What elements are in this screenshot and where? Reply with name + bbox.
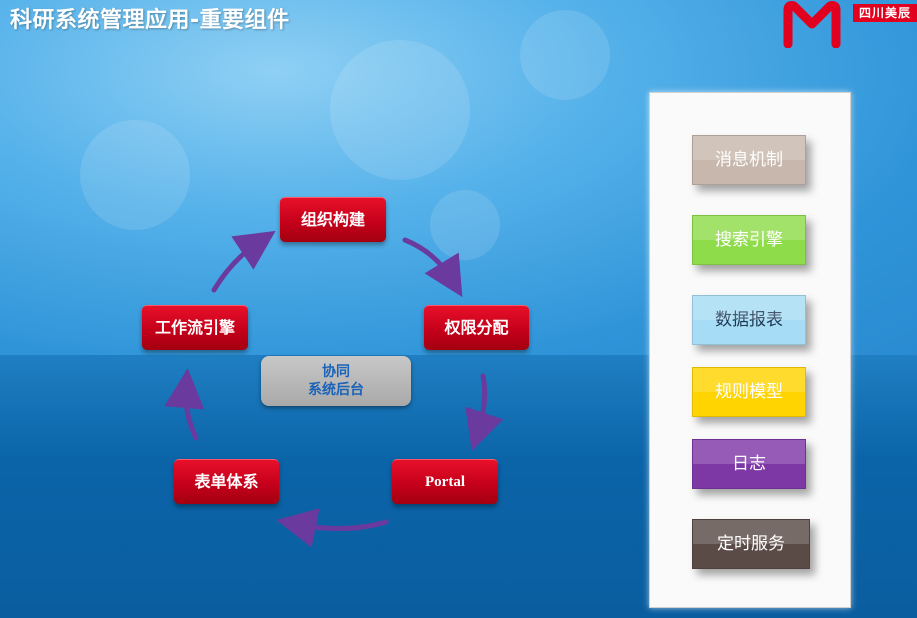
node-org-build: 组织构建 bbox=[280, 197, 386, 242]
bokeh-decoration bbox=[430, 190, 500, 260]
module-panel: 消息机制 搜索引擎 数据报表 规则模型 日志 定时服务 bbox=[649, 92, 851, 608]
module-scheduler: 定时服务 bbox=[692, 519, 810, 569]
center-label-line2: 系统后台 bbox=[308, 382, 364, 398]
arrow-org-to-permission bbox=[402, 237, 463, 298]
m-logo-icon bbox=[783, 1, 841, 49]
page-title: 科研系统管理应用-重要组件 bbox=[10, 8, 290, 33]
bokeh-decoration bbox=[80, 120, 190, 230]
module-search: 搜索引擎 bbox=[692, 215, 806, 265]
module-log: 日志 bbox=[692, 439, 806, 489]
center-label-line1: 协同 bbox=[322, 364, 350, 380]
module-rules: 规则模型 bbox=[692, 367, 806, 417]
arrow-permission-to-portal bbox=[465, 373, 504, 451]
bokeh-decoration bbox=[520, 10, 610, 100]
company-logo bbox=[782, 0, 917, 49]
node-portal: Portal bbox=[392, 459, 498, 504]
module-report: 数据报表 bbox=[692, 295, 806, 345]
center-collab-backend: 协同 系统后台 bbox=[261, 356, 411, 406]
arrow-portal-to-form bbox=[276, 508, 389, 548]
arrow-workflow-to-org bbox=[211, 230, 276, 293]
arrow-form-to-workflow bbox=[164, 368, 205, 441]
logo-text: 四川美辰 bbox=[853, 4, 917, 22]
node-permission: 权限分配 bbox=[424, 305, 529, 350]
module-message: 消息机制 bbox=[692, 135, 806, 185]
node-form-system: 表单体系 bbox=[174, 459, 279, 504]
node-workflow-engine: 工作流引擎 bbox=[142, 305, 248, 350]
bokeh-decoration bbox=[330, 40, 470, 180]
